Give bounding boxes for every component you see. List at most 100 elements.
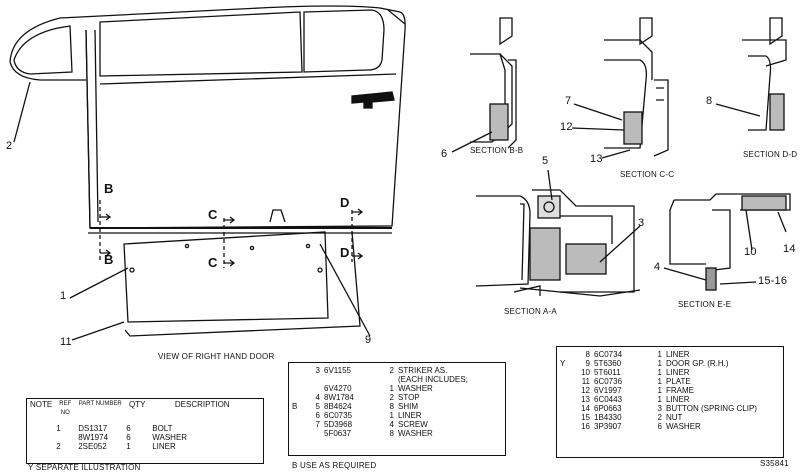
note-cell [558, 350, 576, 359]
desc-cell: BOLT [152, 424, 173, 433]
qty-cell: 1 [657, 359, 662, 368]
ref-cell [308, 375, 322, 384]
part-cell: 1B4330 [594, 413, 622, 422]
part-cell: 5F0637 [324, 429, 352, 438]
qty-cell: 3 [657, 404, 662, 413]
part-cell: 6V4270 [324, 384, 352, 393]
qty-cell: 1 [657, 386, 662, 395]
table-row: 13 6C0443 1 LINER [558, 395, 759, 404]
part-cell: 8W1974 [78, 433, 109, 442]
ref-cell: 10 [581, 368, 590, 377]
caption-section-aa: SECTION A-A [504, 307, 557, 316]
note-cell [558, 404, 576, 413]
caption-section-cc: SECTION C-C [620, 170, 675, 179]
note-cell [558, 377, 576, 386]
table-row: 1 DS1317 6 BOLT [28, 424, 254, 433]
qty-cell: 1 [657, 350, 662, 359]
callout-10: 10 [744, 246, 757, 258]
callout-8: 8 [706, 95, 713, 107]
caption-section-ee: SECTION E-E [678, 300, 732, 309]
qty-cell [378, 375, 396, 384]
qty-cell: 8 [389, 429, 394, 438]
part-cell: 6P0663 [594, 404, 622, 413]
qty-cell: 6 [126, 433, 131, 442]
note-cell [290, 366, 308, 375]
desc-cell: WASHER [398, 429, 433, 438]
section-letter-c-bottom: C [208, 255, 218, 270]
qty-cell: 1 [657, 395, 662, 404]
section-aa-drawing [475, 169, 641, 297]
callout-7: 7 [565, 95, 572, 107]
part-cell: 5T6011 [594, 368, 621, 377]
ref-cell: 2 [56, 442, 61, 451]
qty-cell: 1 [389, 384, 394, 393]
footnote-separate-illustration: Y SEPARATE ILLUSTRATION [28, 463, 141, 472]
ref-cell: 11 [581, 377, 590, 386]
caption-view-rh-door: VIEW OF RIGHT HAND DOOR [158, 352, 275, 361]
note-cell [558, 413, 576, 422]
part-cell: 6V1155 [324, 366, 351, 375]
note-cell [558, 386, 576, 395]
table-row: 15 1B4330 2 NUT [558, 413, 759, 422]
callout-11: 11 [60, 336, 72, 348]
note-cell [558, 422, 576, 431]
desc-cell: DOOR GP. (R.H.) [666, 359, 729, 368]
note-cell [290, 429, 308, 438]
callout-14: 14 [783, 243, 796, 255]
callout-6: 6 [441, 148, 448, 160]
section-letter-b-bottom: B [104, 252, 114, 267]
desc-cell: PLATE [666, 377, 691, 386]
table-row: 2 2SE052 1 LINER [28, 442, 254, 451]
desc-cell: STRIKER AS. [398, 366, 448, 375]
callout-9: 9 [365, 334, 372, 346]
right-hand-door-view [9, 5, 406, 341]
header-ref-no: REF NO [59, 401, 72, 416]
qty-cell: 2 [389, 366, 394, 375]
part-cell: 6C0735 [324, 411, 353, 420]
ref-cell [54, 433, 76, 442]
desc-cell: LINER [666, 368, 690, 377]
part-cell: 2SE052 [78, 442, 107, 451]
desc-cell: WASHER [152, 433, 188, 442]
note-cell [290, 411, 308, 420]
desc-cell: LINER [666, 395, 690, 404]
callout-2: 2 [6, 140, 13, 152]
note-cell [290, 393, 308, 402]
part-cell: 6C0443 [594, 395, 623, 404]
desc-cell: (EACH INCLUDES; [398, 375, 468, 384]
part-cell [322, 375, 378, 384]
ref-cell [308, 384, 322, 393]
ref-cell: 15 [581, 413, 590, 422]
qty-cell: 1 [126, 442, 131, 451]
section-letter-c-top: C [208, 207, 218, 222]
section-letter-d-bottom: D [340, 245, 350, 260]
part-cell: 6C0734 [594, 350, 623, 359]
table-row: 10 5T6011 1 LINER [558, 368, 759, 377]
desc-cell: WASHER [666, 422, 701, 431]
section-bb-drawing [451, 17, 517, 153]
desc-cell: STOP [398, 393, 420, 402]
ref-cell: 8 [585, 350, 590, 359]
section-letter-b-top: B [104, 181, 114, 196]
qty-cell: 2 [657, 413, 662, 422]
qty-cell: 1 [657, 368, 662, 377]
section-cc-drawing [571, 17, 669, 159]
ref-cell: 12 [581, 386, 590, 395]
parts-table-right-frame [556, 346, 784, 458]
ref-cell: 13 [581, 395, 590, 404]
desc-cell: NUT [666, 413, 683, 422]
part-cell: 3P3907 [594, 422, 622, 431]
note-cell: B [292, 402, 298, 411]
table-row: 5F0637 8 WASHER [290, 429, 470, 438]
part-cell: 8B4624 [324, 402, 352, 411]
table-row: 8W1974 6 WASHER [28, 433, 254, 442]
desc-cell: BUTTON (SPRING CLIP) [666, 404, 757, 413]
part-cell: 5T6360 [594, 359, 622, 368]
note-cell [290, 375, 308, 384]
